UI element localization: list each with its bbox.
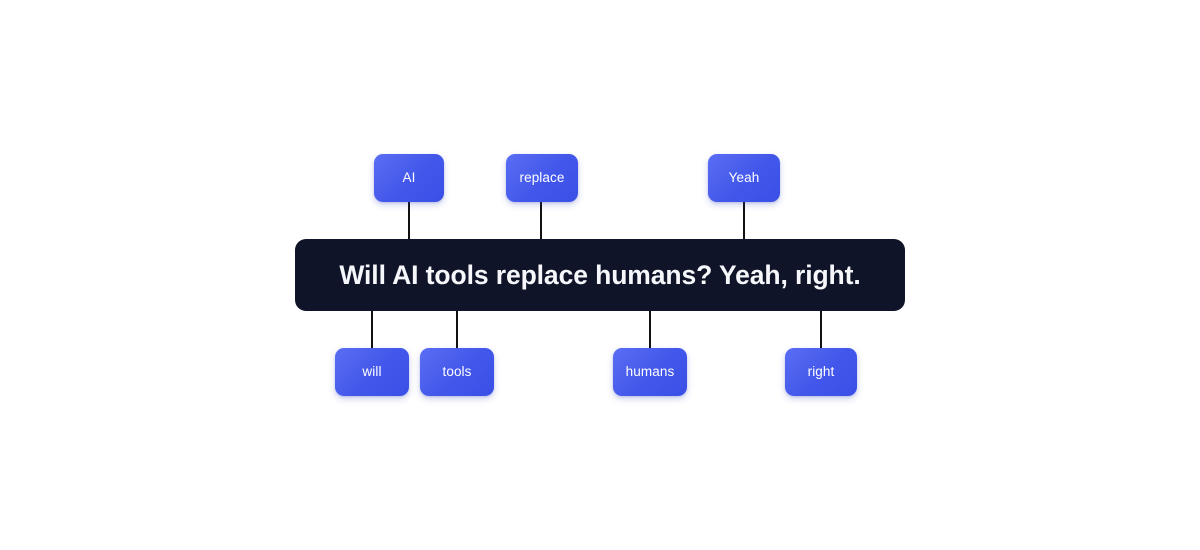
- connector-line-yeah: [743, 202, 745, 239]
- connector-line-tools: [456, 311, 458, 348]
- connector-line-replace: [540, 202, 542, 239]
- connector-line-right: [820, 311, 822, 348]
- connector-line-ai: [408, 202, 410, 239]
- token-label: Yeah: [728, 170, 760, 186]
- token-chip-replace[interactable]: replace: [506, 154, 578, 202]
- connector-line-will: [371, 311, 373, 348]
- token-chip-tools[interactable]: tools: [420, 348, 494, 396]
- sentence-banner[interactable]: Will AI tools replace humans? Yeah, righ…: [295, 239, 905, 311]
- token-chip-will[interactable]: will: [335, 348, 409, 396]
- token-label: replace: [519, 170, 565, 186]
- token-chip-right[interactable]: right: [785, 348, 857, 396]
- sentence-text: Will AI tools replace humans? Yeah, righ…: [339, 259, 861, 290]
- token-chip-yeah[interactable]: Yeah: [708, 154, 780, 202]
- token-label: tools: [442, 364, 472, 380]
- token-chip-humans[interactable]: humans: [613, 348, 687, 396]
- token-label: AI: [402, 170, 416, 186]
- token-label: humans: [625, 364, 675, 380]
- token-label: will: [362, 364, 382, 380]
- connector-line-humans: [649, 311, 651, 348]
- token-label: right: [807, 364, 835, 380]
- token-chip-ai[interactable]: AI: [374, 154, 444, 202]
